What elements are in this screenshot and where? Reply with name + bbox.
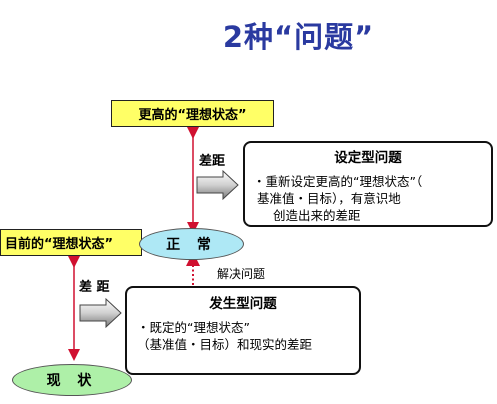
setup-problem-box: 设定型问题 ・重新设定更高的“理想状态”（ 基准值・目标），有意识地 创造出来的… xyxy=(243,141,493,227)
occurring-problem-box: 发生型问题 ・既定的“理想状态” （基准值・目标）和现实的差距 xyxy=(125,286,361,375)
gap-upper-label: 差距 xyxy=(199,154,226,169)
setup-problem-line: 创造出来的差距 xyxy=(273,208,361,223)
block-arrow-lower xyxy=(79,297,122,329)
page-title: 2种“问题” xyxy=(222,20,375,54)
occurring-problem-heading: 发生型问题 xyxy=(209,296,277,312)
block-arrow-upper xyxy=(196,169,239,201)
current-ellipse: 现 状 xyxy=(12,364,132,396)
ideal-higher-box: 更高的“理想状态” xyxy=(111,100,274,127)
setup-problem-line: ・重新设定更高的“理想状态”（ xyxy=(253,174,423,189)
setup-problem-heading: 设定型问题 xyxy=(334,150,402,166)
normal-label: 正 常 xyxy=(166,237,217,253)
occurring-problem-line: （基准值・目标）和现实的差距 xyxy=(137,337,313,352)
current-label: 现 状 xyxy=(46,373,98,389)
ideal-current-box: 目前的“理想状态” xyxy=(0,229,142,256)
ideal-higher-label: 更高的“理想状态” xyxy=(138,108,247,123)
gap-lower-label: 差 距 xyxy=(79,280,110,295)
setup-problem-line: 基准值・目标），有意识地 xyxy=(257,191,401,206)
normal-ellipse: 正 常 xyxy=(139,228,244,260)
occurring-problem-line: ・既定的“理想状态” xyxy=(137,320,250,335)
solve-label: 解决问题 xyxy=(217,267,266,281)
ideal-current-label: 目前的“理想状态” xyxy=(5,237,114,252)
